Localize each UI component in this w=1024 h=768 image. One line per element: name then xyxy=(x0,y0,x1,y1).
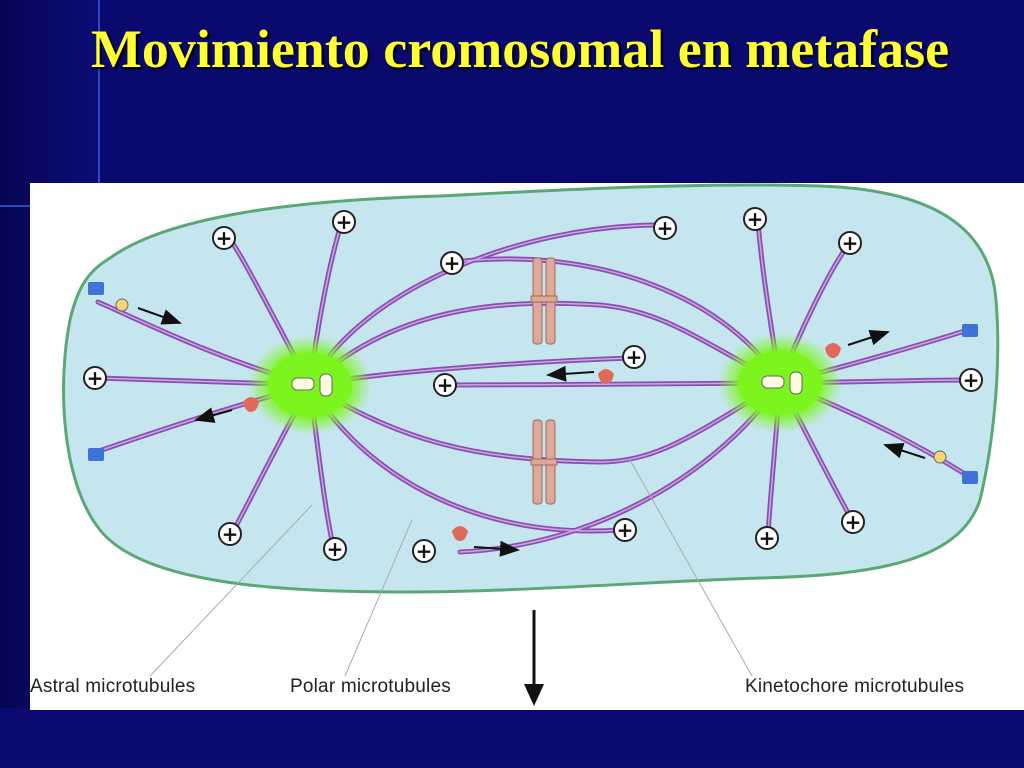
centrosome-left xyxy=(248,335,372,435)
plus-end-marker: + xyxy=(653,216,677,240)
label-polar-microtubules: Polar microtubules xyxy=(290,676,451,697)
plus-end-marker: + xyxy=(212,226,236,250)
mitotic-spindle-figure: + + + + + + + + + + + + + + + + xyxy=(30,183,1024,710)
plus-end-marker: + xyxy=(83,366,107,390)
movement-arrows xyxy=(137,307,926,557)
slide-title: Movimiento cromosomal en metafase xyxy=(90,19,950,79)
plus-symbol: + xyxy=(87,366,104,390)
division-axis-arrow xyxy=(524,610,544,706)
plus-end-marker: + xyxy=(323,537,347,561)
plus-symbol: + xyxy=(759,526,776,550)
chromosome-top xyxy=(530,257,558,345)
plus-end-marker: + xyxy=(838,231,862,255)
spindle-diagram: + + + + + + + + + + + + + + + + xyxy=(62,183,1000,706)
chromosome-bottom xyxy=(530,419,558,505)
arrow xyxy=(137,307,182,325)
arrow xyxy=(883,442,926,459)
arrow xyxy=(473,540,520,557)
plus-end-marker: + xyxy=(841,510,865,534)
motor-protein-red xyxy=(243,397,259,412)
microtubule-highlight xyxy=(309,302,781,386)
label-kinetochore-microtubules: Kinetochore microtubules xyxy=(745,676,965,697)
motor-protein-yellow xyxy=(115,298,129,312)
plus-symbol: + xyxy=(222,522,239,546)
motor-protein-blue xyxy=(88,448,104,461)
plus-symbol: + xyxy=(416,539,433,563)
plus-end-marker: + xyxy=(743,207,767,231)
motor-proteins xyxy=(88,282,978,541)
motor-protein-blue xyxy=(962,471,978,484)
plus-symbol: + xyxy=(842,231,859,255)
motor-protein-red xyxy=(452,526,468,541)
plus-end-marker: + xyxy=(959,368,983,392)
plus-symbol: + xyxy=(216,226,233,250)
plus-end-marker: + xyxy=(218,522,242,546)
plus-symbol: + xyxy=(626,345,643,369)
plus-symbol: + xyxy=(327,537,344,561)
plus-end-marker: + xyxy=(332,210,356,234)
plus-symbol: + xyxy=(336,210,353,234)
plus-end-marker: + xyxy=(433,373,457,397)
plus-symbol: + xyxy=(747,207,764,231)
motor-protein-red xyxy=(825,343,841,358)
label-astral-microtubules: Astral microtubules xyxy=(30,676,196,697)
motor-protein-red xyxy=(598,369,614,384)
arrow xyxy=(194,407,233,423)
plus-symbol: + xyxy=(845,510,862,534)
arrow xyxy=(546,365,595,382)
plus-symbol: + xyxy=(437,373,454,397)
motor-protein-yellow xyxy=(933,450,947,464)
centrosome-right xyxy=(718,333,842,433)
plus-end-marker: + xyxy=(755,526,779,550)
plus-end-marker: + xyxy=(440,251,464,275)
background-accent-line-vertical xyxy=(98,0,100,200)
plus-ends: + + + + + + + + + + + + + + + + xyxy=(83,207,983,563)
plus-symbol: + xyxy=(657,216,674,240)
background-bottom-band xyxy=(0,708,1024,768)
plus-symbol: + xyxy=(963,368,980,392)
plus-end-marker: + xyxy=(412,539,436,563)
motor-protein-blue xyxy=(962,324,978,337)
plus-end-marker: + xyxy=(622,345,646,369)
plus-symbol: + xyxy=(444,251,461,275)
motor-protein-blue xyxy=(88,282,104,295)
plus-end-marker: + xyxy=(613,518,637,542)
label-leader-lines xyxy=(149,459,753,677)
microtubule-highlight xyxy=(309,382,781,463)
arrow xyxy=(847,329,890,346)
plus-symbol: + xyxy=(617,518,634,542)
